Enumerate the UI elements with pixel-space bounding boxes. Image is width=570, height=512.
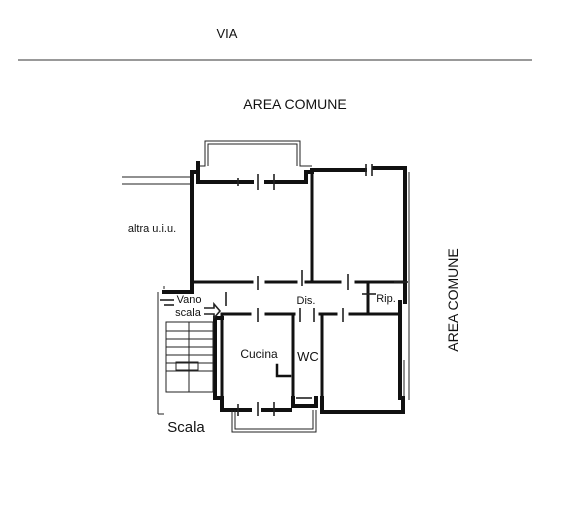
hallway-label: Dis. [297,295,316,307]
bottom-balcony [231,410,317,433]
exterior-walls [162,161,407,414]
neighbour-unit-outline [122,176,190,289]
bathroom-label: WC [297,349,319,364]
door-ticks [160,164,408,416]
staircase [157,292,222,415]
top-balcony [196,140,312,167]
kitchen-label: Cucina [240,347,278,361]
common-area-top-label: AREA COMUNE [243,96,346,112]
other-unit-label: altra u.i.u. [128,223,176,235]
interior-walls [190,170,407,400]
right-facade-lines [403,172,410,400]
street-label: VIA [217,26,238,41]
stair-void-label-2: scala [175,307,202,319]
storage-label: Rip. [376,293,396,305]
staircase-label: Scala [167,419,205,436]
common-area-right-label: AREA COMUNE [445,248,461,351]
stair-void-label: Vano [177,294,202,306]
